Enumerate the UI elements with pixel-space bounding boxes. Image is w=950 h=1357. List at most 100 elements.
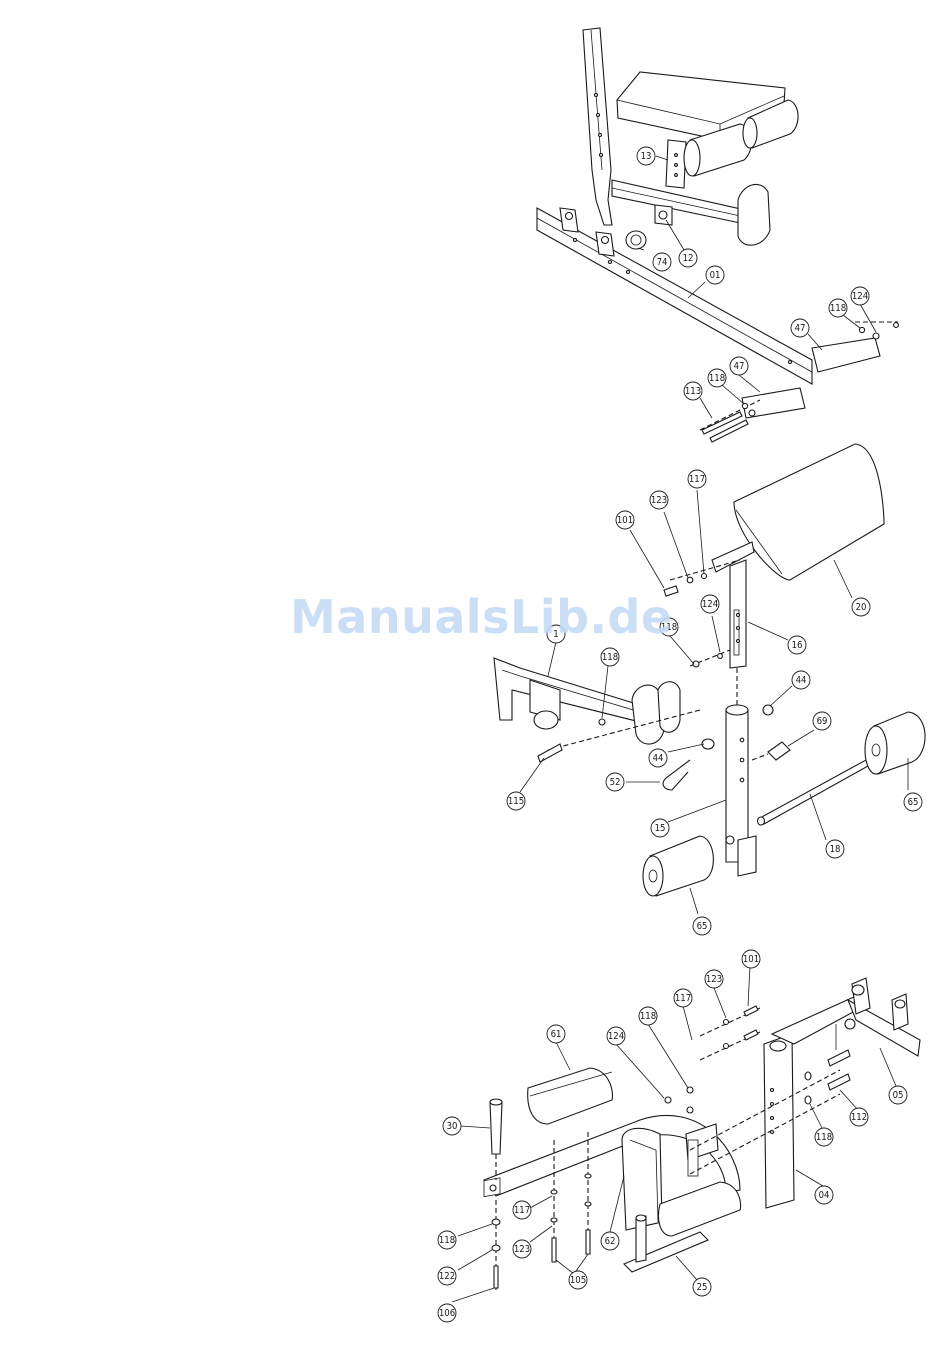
callout-c-5: 61	[547, 1025, 565, 1043]
callout-b-6: 16	[788, 636, 806, 654]
callout-label: 118	[830, 303, 846, 314]
callout-label: 117	[689, 474, 705, 485]
callout-label: 101	[617, 515, 633, 526]
callout-label: 117	[514, 1205, 530, 1216]
section-c-seat-assembly	[484, 978, 920, 1290]
callout-label: 118	[816, 1132, 832, 1143]
callout-a-5: 118	[829, 299, 847, 317]
callout-b-5: 124	[701, 595, 719, 613]
callout-label: 118	[640, 1011, 656, 1022]
callout-label: 12	[683, 253, 694, 264]
leg-arm-plate	[738, 184, 770, 245]
callout-b-0: 101	[616, 511, 634, 529]
callout-c-1: 123	[705, 970, 723, 988]
callout-label: 05	[893, 1090, 904, 1101]
callout-a-6: 124	[851, 287, 869, 305]
callout-a-4: 47	[791, 319, 809, 337]
callout-label: 123	[706, 974, 722, 985]
callout-label: 124	[852, 291, 868, 302]
callout-a-8: 118	[708, 369, 726, 387]
callout-label: 44	[653, 753, 664, 764]
callout-label: 113	[685, 386, 701, 397]
callout-b-2: 117	[688, 470, 706, 488]
callout-c-17: 105	[569, 1271, 587, 1289]
callout-c-15: 123	[513, 1240, 531, 1258]
callout-label: 04	[819, 1190, 830, 1201]
callout-label: 25	[697, 1282, 708, 1293]
callout-label: 62	[605, 1236, 616, 1247]
callout-a-3: 01	[706, 266, 724, 284]
seat-pad-61	[528, 1068, 613, 1124]
callout-label: 123	[514, 1244, 530, 1255]
callout-label: 117	[675, 993, 691, 1004]
section-b-preacher-assembly	[494, 444, 925, 896]
callout-b-4: 118	[660, 618, 678, 636]
callout-c-18: 106	[438, 1304, 456, 1322]
callout-c-12: 62	[601, 1232, 619, 1250]
foot-plate-right	[812, 338, 880, 372]
callout-b-9: 44	[792, 671, 810, 689]
callout-c-9: 118	[815, 1128, 833, 1146]
callout-label: 20	[856, 602, 867, 613]
callout-label: 44	[796, 675, 807, 686]
callout-label: 30	[447, 1121, 458, 1132]
callout-b-1: 123	[650, 491, 668, 509]
callout-c-16: 122	[438, 1267, 456, 1285]
callout-b-17: 65	[693, 917, 711, 935]
leg-frame-knob	[534, 711, 558, 729]
callout-label: 69	[817, 716, 828, 727]
callout-label: 106	[439, 1308, 455, 1319]
seat-pad-lower	[659, 1182, 741, 1236]
callout-label: 118	[602, 652, 618, 663]
callout-b-15: 18	[826, 840, 844, 858]
callout-label: 1	[553, 629, 558, 640]
callout-label: 52	[610, 777, 621, 788]
callout-label: 16	[792, 640, 803, 651]
callout-b-16: 65	[904, 793, 922, 811]
callout-c-7: 05	[889, 1086, 907, 1104]
callout-a-2: 12	[679, 249, 697, 267]
callout-c-14: 118	[438, 1231, 456, 1249]
callout-label: 47	[795, 323, 806, 334]
callout-a-7: 47	[730, 357, 748, 375]
post-30	[490, 1102, 502, 1154]
callout-c-13: 25	[693, 1278, 711, 1296]
callout-b-13: 52	[606, 773, 624, 791]
callout-c-0: 101	[742, 950, 760, 968]
callout-c-10: 04	[815, 1186, 833, 1204]
pop-pin	[768, 742, 790, 760]
callout-c-4: 124	[607, 1027, 625, 1045]
callout-c-11: 117	[513, 1201, 531, 1219]
callout-c-2: 117	[674, 989, 692, 1007]
callout-label: 112	[851, 1112, 867, 1123]
callout-a-1: 74	[653, 253, 671, 271]
roller-rod	[760, 760, 868, 824]
callout-b-8: 118	[601, 648, 619, 666]
callout-label: 74	[657, 257, 668, 268]
callout-b-10: 69	[813, 712, 831, 730]
callout-label: 124	[702, 599, 718, 610]
callout-b-3: 20	[852, 598, 870, 616]
callout-c-6: 30	[443, 1117, 461, 1135]
callout-c-8: 112	[850, 1108, 868, 1126]
callout-label: 118	[709, 373, 725, 384]
callout-label: 47	[734, 361, 745, 372]
callout-label: 65	[697, 921, 708, 932]
vertical-post	[583, 28, 612, 225]
callout-c-3: 118	[639, 1007, 657, 1025]
callout-label: 115	[508, 796, 524, 807]
callout-label: 15	[655, 823, 666, 834]
callout-label: 124	[608, 1031, 624, 1042]
callout-b-14: 15	[651, 819, 669, 837]
callout-label: 122	[439, 1271, 455, 1282]
callout-b-7: 1	[547, 625, 565, 643]
callout-b-11: 44	[649, 749, 667, 767]
callout-label: 01	[710, 270, 721, 281]
spring-clip	[663, 760, 690, 790]
preacher-pad	[734, 444, 884, 580]
callout-label: 105	[570, 1275, 586, 1286]
callout-label: 13	[641, 151, 652, 162]
